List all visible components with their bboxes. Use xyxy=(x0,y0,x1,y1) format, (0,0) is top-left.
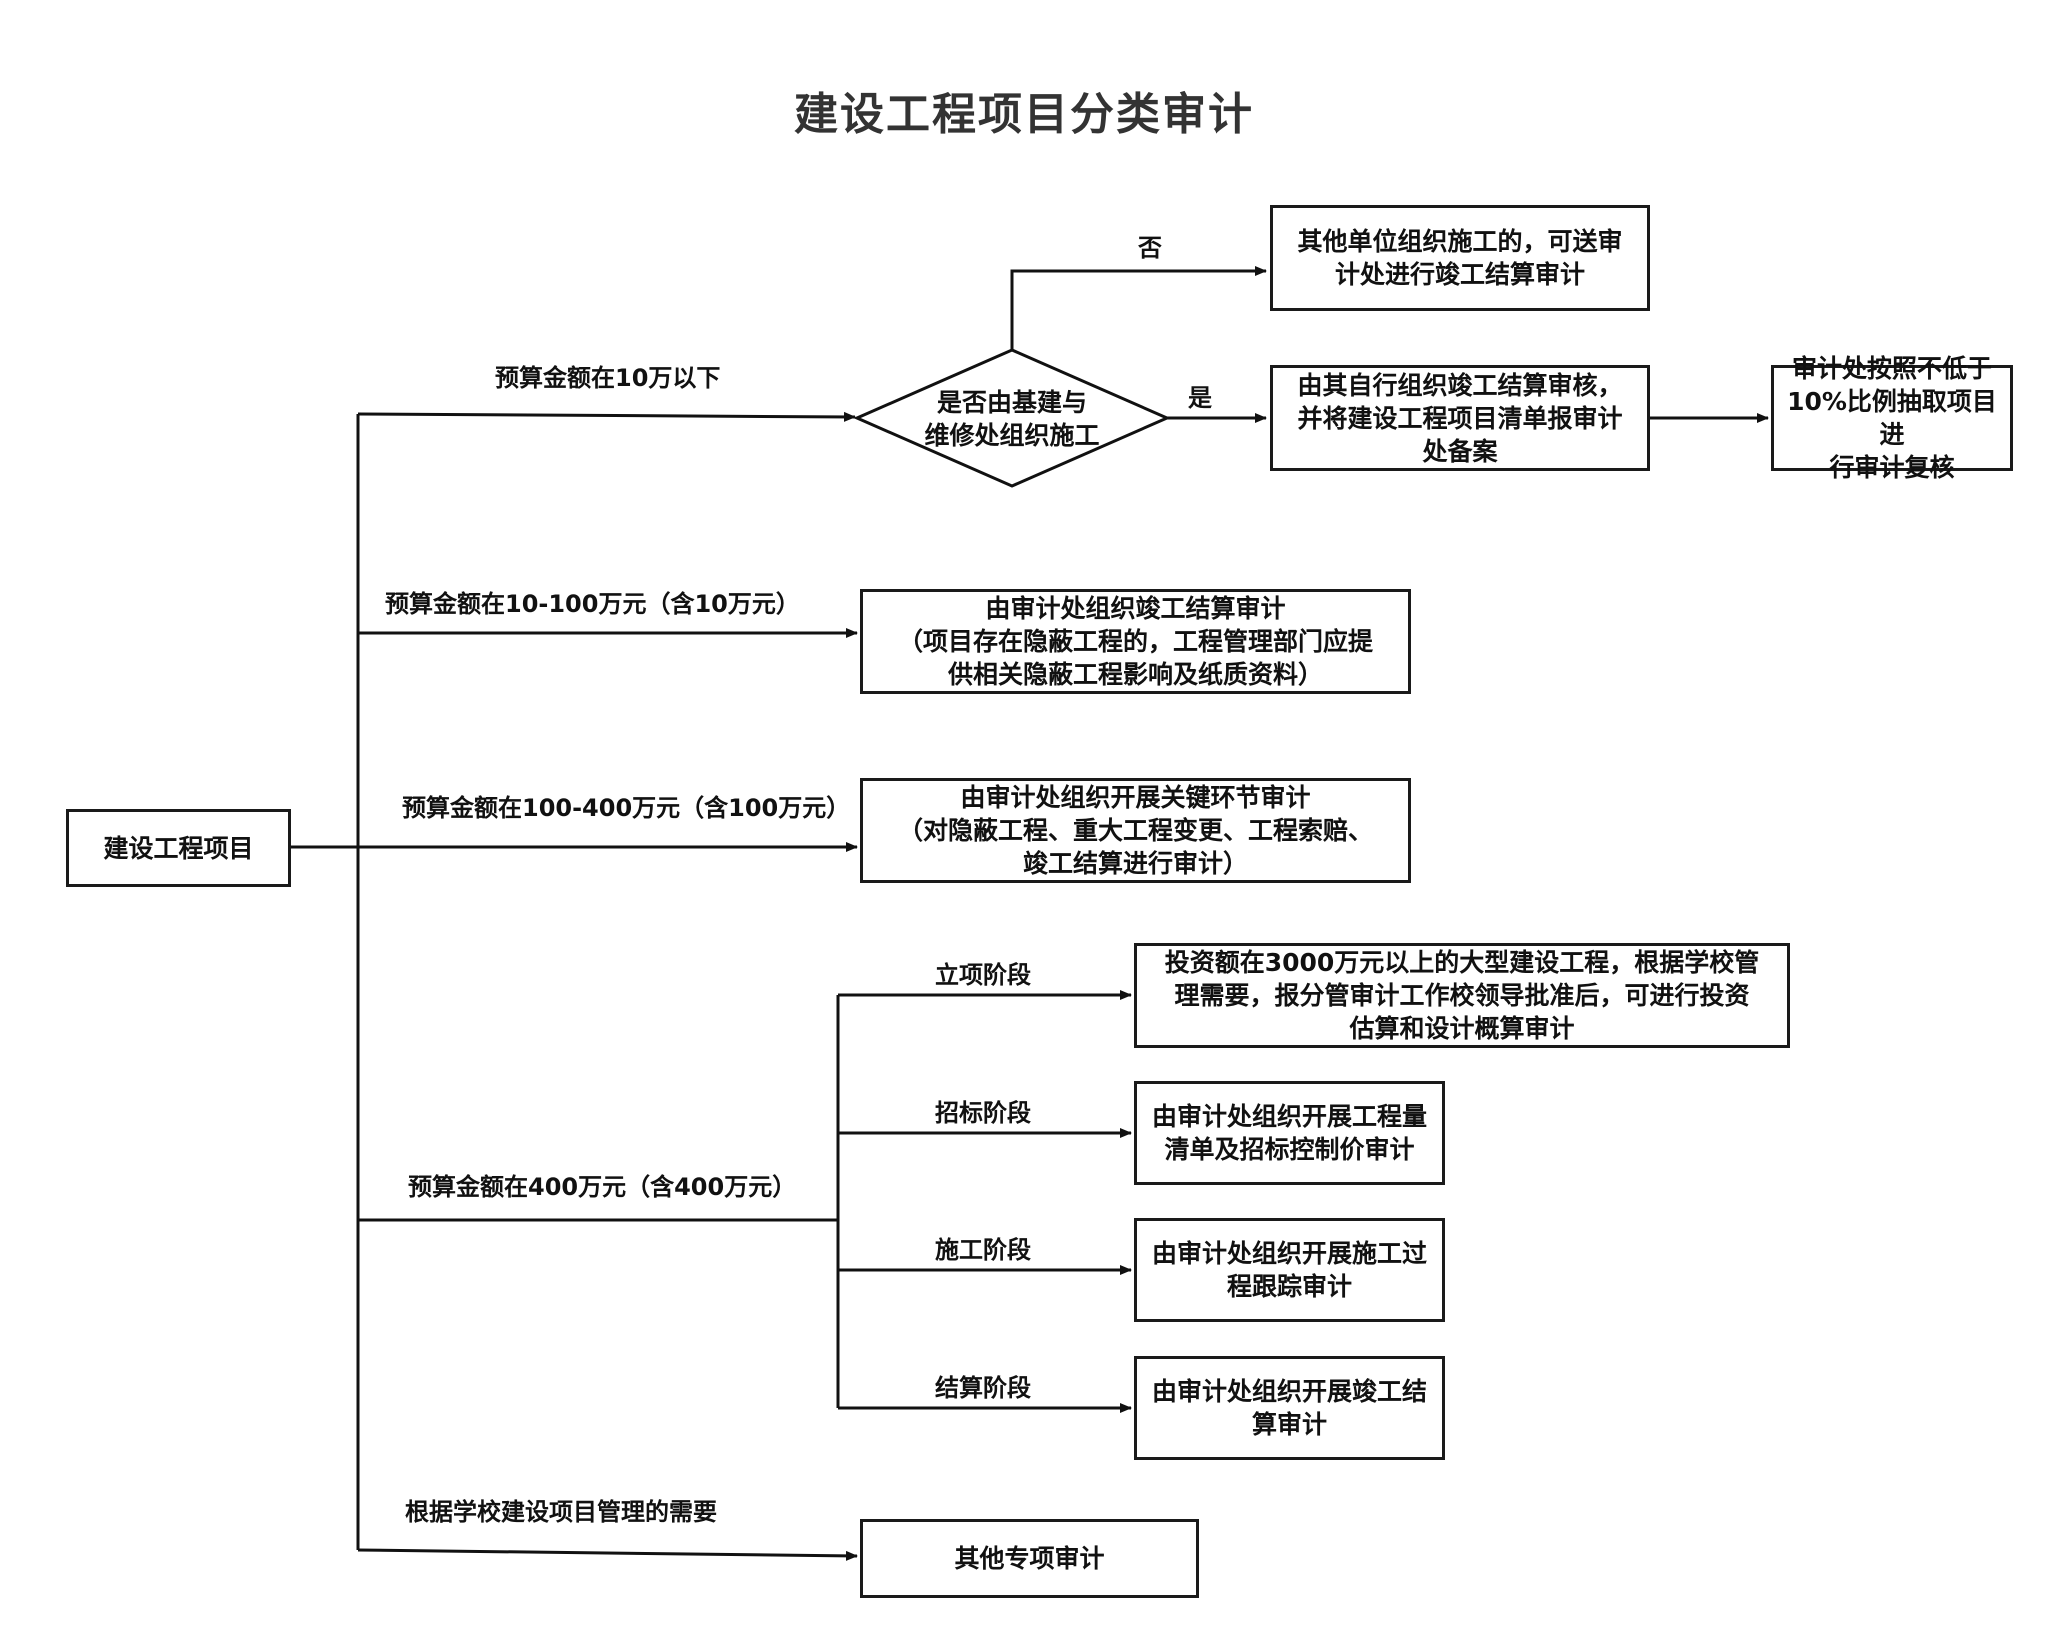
box-stage-construction: 由审计处组织开展施工过 程跟踪审计 xyxy=(1134,1218,1445,1322)
box-100-400: 由审计处组织开展关键环节审计 （对隐蔽工程、重大工程变更、工程索赔、 竣工结算进… xyxy=(860,778,1411,883)
review-box: 审计处按照不低于 10%比例抽取项目进 行审计复核 xyxy=(1771,354,2013,482)
box-stage-settlement: 由审计处组织开展竣工结 算审计 xyxy=(1134,1356,1445,1460)
no-result-box: 其他单位组织施工的，可送审 计处进行竣工结算审计 xyxy=(1270,205,1650,311)
label-yes: 是 xyxy=(1188,384,1212,412)
label-100-400: 预算金额在100-400万元（含100万元） xyxy=(402,794,851,822)
diagram-title: 建设工程项目分类审计 xyxy=(794,89,1254,140)
arrow-under-10 xyxy=(357,411,856,422)
decision-diamond xyxy=(853,348,1171,488)
yes-result-box: 由其自行组织竣工结算审核， 并将建设工程项目清单报审计 处备案 xyxy=(1270,365,1650,471)
label-over-400: 预算金额在400万元（含400万元） xyxy=(408,1173,797,1201)
label-stage-construction: 施工阶段 xyxy=(935,1236,1031,1264)
label-under-10: 预算金额在10万以下 xyxy=(495,364,721,392)
box-10-100: 由审计处组织竣工结算审计 （项目存在隐蔽工程的，工程管理部门应提 供相关隐蔽工程… xyxy=(860,589,1411,694)
box-stage-approval: 投资额在3000万元以上的大型建设工程，根据学校管 理需要，报分管审计工作校领导… xyxy=(1134,943,1790,1048)
label-no: 否 xyxy=(1138,234,1162,262)
box-special: 其他专项审计 xyxy=(860,1519,1199,1598)
arrow-no xyxy=(1010,266,1267,350)
root-box: 建设工程项目 xyxy=(66,809,291,887)
label-stage-settlement: 结算阶段 xyxy=(935,1374,1031,1402)
label-special: 根据学校建设项目管理的需要 xyxy=(405,1498,717,1526)
label-stage-bidding: 招标阶段 xyxy=(935,1099,1031,1127)
label-10-100: 预算金额在10-100万元（含10万元） xyxy=(385,590,800,618)
decision-text: 是否由基建与 维修处组织施工 xyxy=(924,388,1100,450)
arrow-special xyxy=(357,1548,858,1561)
label-stage-approval: 立项阶段 xyxy=(935,961,1031,989)
box-stage-bidding: 由审计处组织开展工程量 清单及招标控制价审计 xyxy=(1134,1081,1445,1185)
